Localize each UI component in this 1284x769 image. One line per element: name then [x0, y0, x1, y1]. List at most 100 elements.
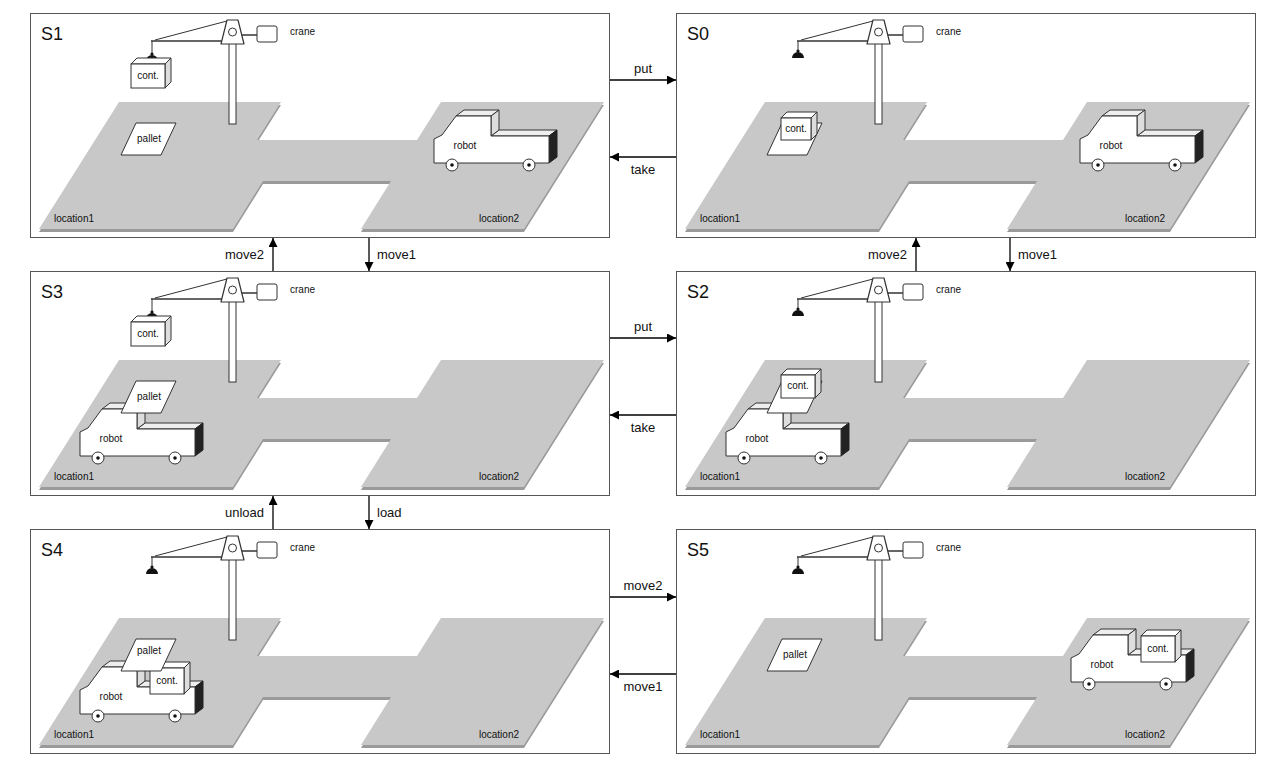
crane-head [867, 536, 890, 560]
label-holder: take [629, 421, 658, 436]
robot-body [434, 116, 549, 163]
robot-wheel [92, 710, 104, 722]
text-holder: cont. [137, 70, 159, 82]
robot-wheel-hub [1173, 163, 1177, 167]
text-holder: crane [936, 284, 961, 296]
text-holder: location2 [479, 213, 519, 225]
robot-wheel [1092, 159, 1104, 171]
crane-hook [146, 568, 158, 574]
object-label: crane [290, 284, 315, 296]
text-holder: location2 [1125, 213, 1165, 225]
transition-label: move2 [621, 579, 664, 594]
state-id: S0 [687, 24, 709, 45]
ground-area [685, 102, 1250, 229]
state-panel: S5cranepalletrobotcont.location1location… [676, 529, 1256, 754]
transition-arrow [272, 238, 273, 271]
crane-mast [875, 42, 882, 124]
robot-bed-top [491, 130, 557, 136]
crane-stay [155, 279, 227, 298]
text-holder: crane [290, 542, 315, 554]
transition-label: move1 [621, 680, 664, 695]
crane-pivot [229, 544, 237, 552]
robot-cab-side [1137, 110, 1145, 136]
object-label: location2 [479, 729, 519, 741]
container-front [131, 322, 165, 346]
object-label: cont. [785, 123, 807, 135]
robot-wheel [169, 452, 181, 464]
robot-bed-side [841, 423, 849, 456]
object-label: location2 [1125, 729, 1165, 741]
state-illustration [31, 14, 611, 239]
robot-body [80, 409, 195, 456]
state-id: S5 [687, 540, 709, 561]
crane-counterweight [903, 284, 923, 300]
text-holder: location2 [1125, 729, 1165, 741]
state-panel: S2cranecont.robotlocation1location2 [676, 271, 1256, 496]
container-front [1141, 636, 1175, 662]
pallet-shape [121, 123, 176, 155]
crane-jib [797, 556, 869, 558]
label-holder: move1 [1016, 247, 1059, 262]
label-holder: move2 [866, 247, 909, 262]
crane-pivot [229, 28, 237, 36]
text-holder: cont. [787, 380, 809, 392]
robot-vehicle [1080, 110, 1203, 171]
label-holder: put [632, 320, 654, 335]
label-holder: unload [223, 505, 266, 520]
crane-mast [875, 558, 882, 640]
object-label: location1 [700, 729, 740, 741]
text-holder: S4 [41, 540, 63, 561]
state-panel: S4cranepalletrobotcont.location1location… [30, 529, 610, 754]
object-label: pallet [137, 645, 161, 657]
crane-pivot [229, 286, 237, 294]
text-holder: location1 [700, 729, 740, 741]
object-label: robot [1091, 659, 1114, 671]
ground-area [685, 618, 1250, 745]
robot-bed-top [783, 423, 849, 429]
robot-wheel-hub [1164, 682, 1168, 686]
text-holder: robot [746, 433, 769, 445]
robot-wheel [1169, 159, 1181, 171]
text-holder: location1 [54, 729, 94, 741]
state-id: S1 [41, 24, 63, 45]
label-holder: put [632, 62, 654, 77]
container-side [811, 112, 817, 140]
crane-counterweight [257, 26, 277, 42]
container-front [150, 668, 184, 694]
object-label: location1 [54, 213, 94, 225]
object-label: cont. [1147, 643, 1169, 655]
ground-area [39, 102, 604, 229]
crane-jib [151, 298, 223, 300]
crane-counterweight [903, 542, 923, 558]
text-holder: robot [100, 691, 123, 703]
robot-bed-side [195, 423, 203, 456]
robot-bed-side [549, 130, 557, 163]
ground-area [39, 618, 604, 745]
robot-wheel-hub [1096, 163, 1100, 167]
transition-label: put [632, 62, 654, 77]
object-label: cont. [137, 328, 159, 340]
object-label: robot [454, 140, 477, 152]
crane-counter-jib [241, 34, 259, 36]
object-label: crane [936, 26, 961, 38]
transition-arrow [610, 337, 676, 338]
object-label: robot [100, 433, 123, 445]
transition-label: put [632, 320, 654, 335]
object-label: crane [936, 542, 961, 554]
state-id: S3 [41, 282, 63, 303]
robot-wheel [523, 159, 535, 171]
text-holder: crane [936, 26, 961, 38]
transition-arrow [272, 496, 273, 529]
crane-counterweight [903, 26, 923, 42]
state-illustration [31, 272, 611, 497]
crane-counter-jib [241, 292, 259, 294]
robot-wheel-hub [173, 714, 177, 718]
crane-stay [801, 279, 873, 298]
state-illustration [31, 530, 611, 755]
container-top [1141, 630, 1181, 636]
text-holder: pallet [137, 133, 161, 145]
object-label: robot [1100, 140, 1123, 152]
pallet-shape [121, 639, 176, 671]
robot-cab-side [1128, 629, 1136, 655]
object-label: pallet [137, 133, 161, 145]
